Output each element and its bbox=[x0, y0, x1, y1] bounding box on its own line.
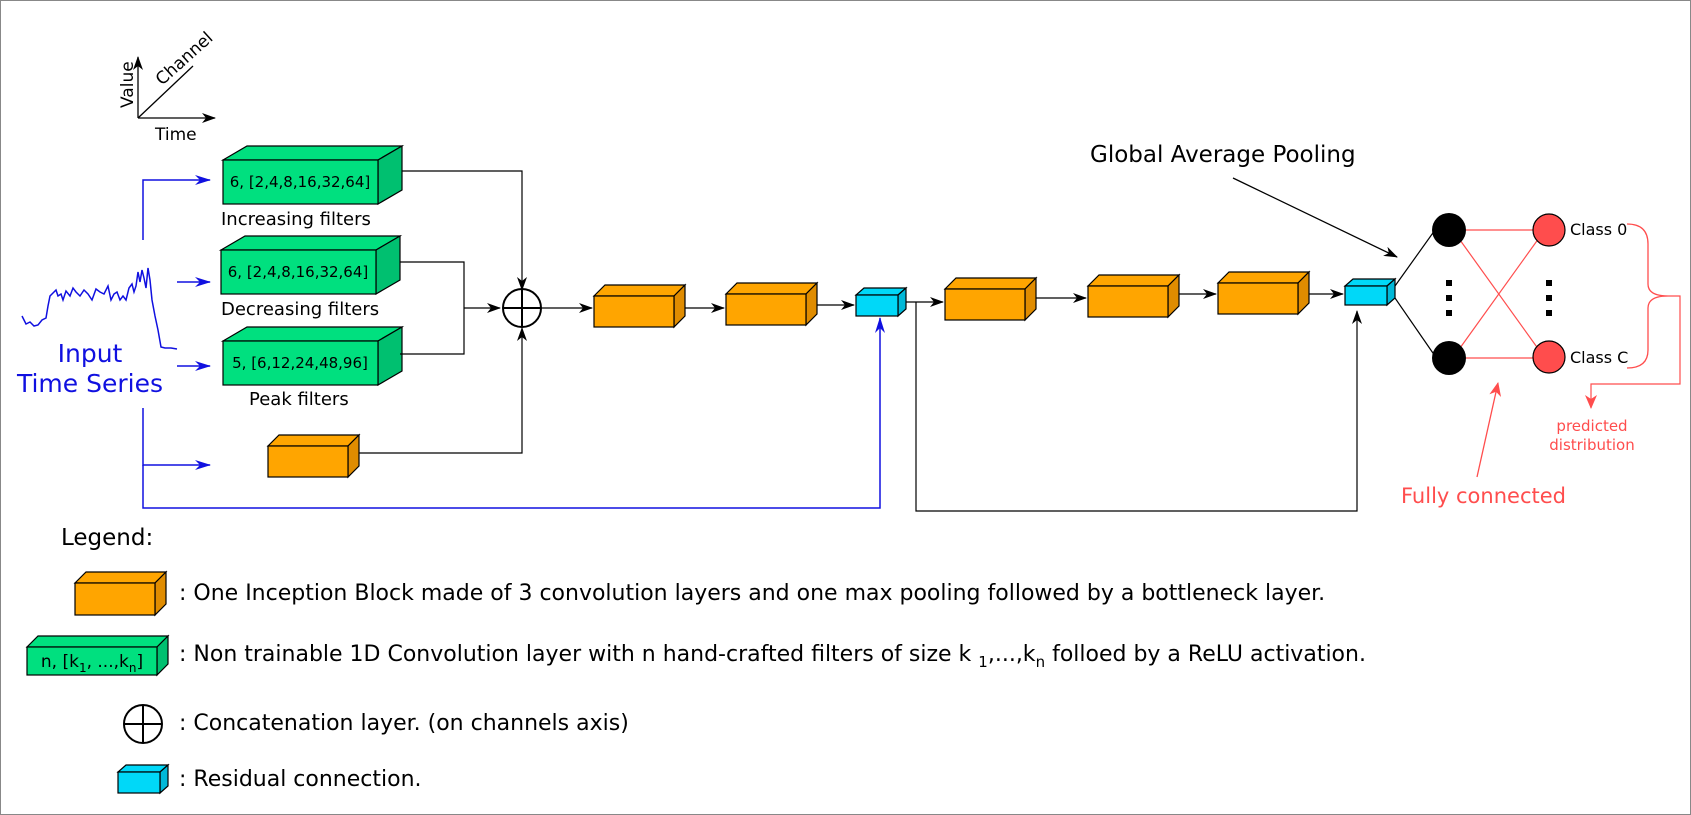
filter-caption-increasing: Increasing filters bbox=[221, 209, 371, 230]
predicted-label-line1: predicted bbox=[1556, 417, 1627, 435]
gap-to-hidden-lines bbox=[1394, 229, 1436, 357]
inception-block-1 bbox=[592, 283, 687, 329]
legend-residual-swatch bbox=[116, 763, 170, 795]
predicted-label-line2: distribution bbox=[1549, 436, 1634, 454]
filter-block-peak bbox=[220, 325, 405, 387]
input-label-line1: Input bbox=[58, 339, 123, 368]
branch-connectors bbox=[359, 170, 527, 454]
fully-connected-edges bbox=[1459, 229, 1540, 359]
residual-block-2 bbox=[1343, 277, 1397, 307]
filter-caption-decreasing: Decreasing filters bbox=[221, 299, 379, 320]
inception-block-5 bbox=[1216, 270, 1311, 316]
axis-label-channel: Channel bbox=[152, 28, 217, 90]
inception-block-4 bbox=[1086, 273, 1181, 319]
concatenation-node bbox=[502, 288, 542, 328]
hidden-ellipsis-dots bbox=[1446, 280, 1452, 316]
legend-concat-text: : Concatenation layer. (on channels axis… bbox=[179, 711, 629, 736]
output-node-class-0 bbox=[1532, 213, 1566, 247]
inception-block-branch bbox=[266, 433, 361, 479]
filter-block-decreasing bbox=[218, 234, 403, 296]
legend-conv-swatch-label: n, [k1, ...,kn] bbox=[41, 652, 143, 675]
gap-pointer-arrow bbox=[1232, 177, 1398, 258]
inception-block-3 bbox=[943, 276, 1038, 322]
predicted-distribution-arrow bbox=[1585, 295, 1681, 409]
legend-conv-swatch bbox=[25, 634, 170, 677]
axis-label-value: Value bbox=[118, 61, 138, 108]
output-node-class-c bbox=[1532, 340, 1566, 374]
axes-icon bbox=[133, 56, 216, 123]
legend-concat-symbol bbox=[123, 704, 163, 744]
hidden-node-bottom bbox=[1432, 341, 1466, 375]
filter-block-peak-label: 5, [6,12,24,48,96] bbox=[232, 354, 368, 372]
class-0-label: Class 0 bbox=[1570, 220, 1627, 239]
legend-conv-text: : Non trainable 1D Convolution layer wit… bbox=[179, 642, 1366, 671]
input-label-line2: Time Series bbox=[16, 369, 163, 398]
gap-label: Global Average Pooling bbox=[1090, 142, 1356, 168]
fully-connected-label: Fully connected bbox=[1401, 484, 1566, 508]
input-routing-arrows bbox=[142, 175, 885, 509]
filter-block-decreasing-label: 6, [2,4,8,16,32,64] bbox=[228, 263, 369, 281]
filter-caption-peak: Peak filters bbox=[249, 389, 349, 410]
output-brace bbox=[1626, 223, 1669, 369]
legend-inception-text: : One Inception Block made of 3 convolut… bbox=[179, 581, 1325, 606]
class-c-label: Class C bbox=[1570, 348, 1628, 367]
inception-block-2 bbox=[724, 281, 819, 327]
legend-residual-text: : Residual connection. bbox=[179, 767, 422, 792]
input-time-series-signal bbox=[21, 267, 178, 350]
legend-inception-swatch bbox=[73, 570, 168, 617]
output-ellipsis-dots bbox=[1546, 280, 1552, 316]
legend-title: Legend: bbox=[61, 525, 153, 551]
axis-label-time: Time bbox=[154, 125, 197, 145]
filter-block-increasing bbox=[220, 144, 405, 206]
residual-block-1 bbox=[854, 286, 908, 318]
hidden-node-top bbox=[1432, 213, 1466, 247]
residual-skip-connection-2 bbox=[915, 302, 1362, 512]
fully-connected-pointer bbox=[1476, 382, 1502, 478]
filter-block-increasing-label: 6, [2,4,8,16,32,64] bbox=[230, 173, 371, 191]
